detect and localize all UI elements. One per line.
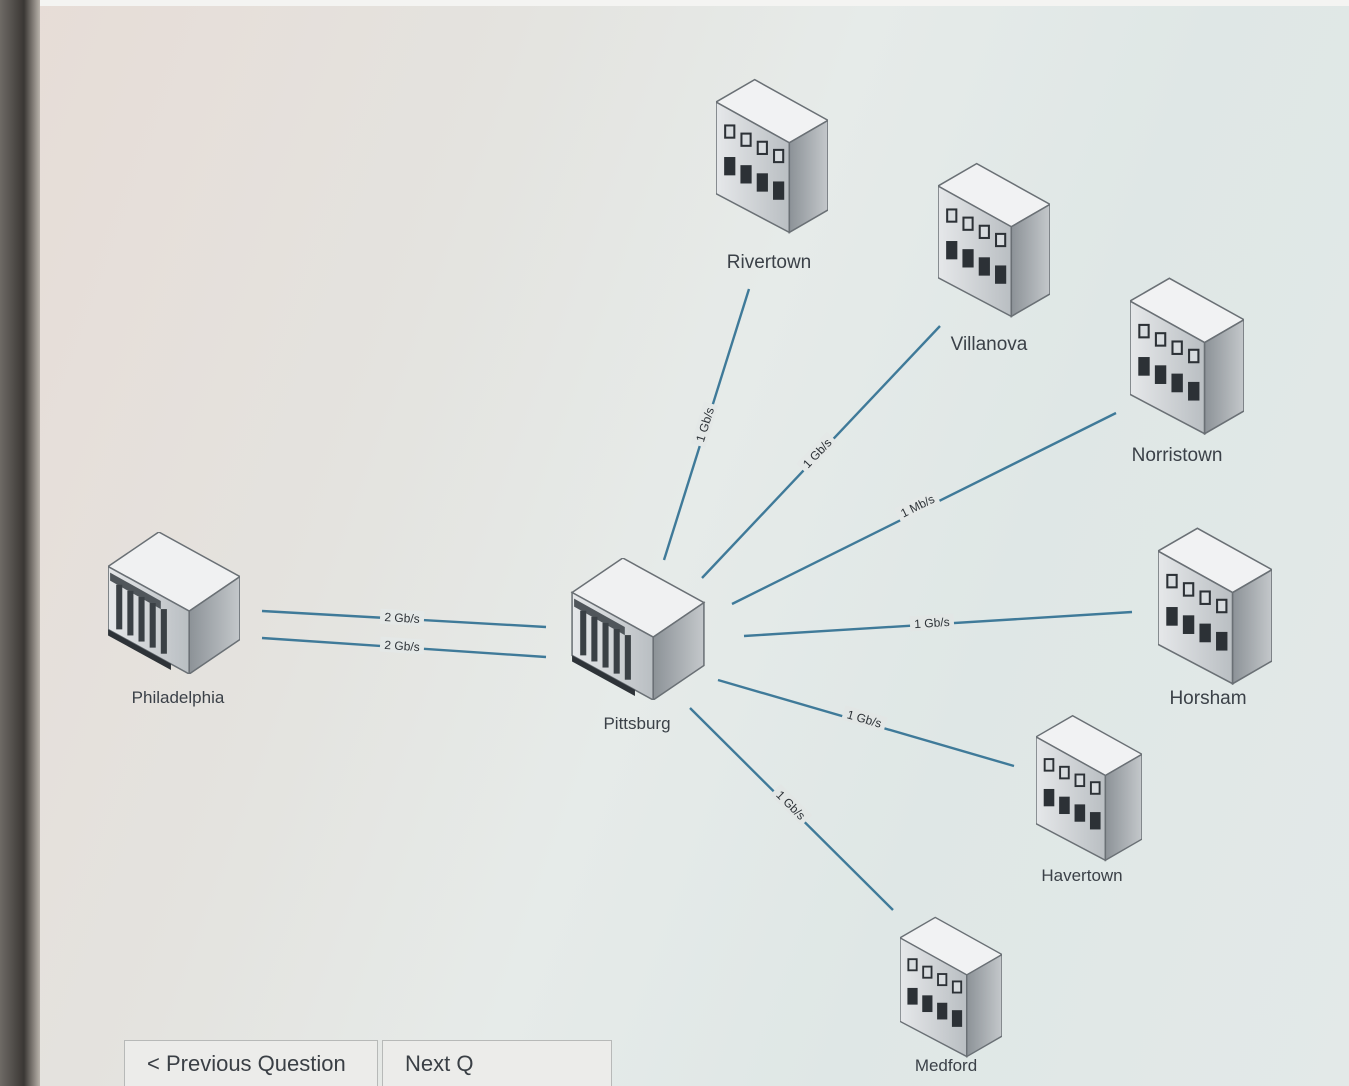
svg-text:1 Gb/s: 1 Gb/s xyxy=(845,707,883,730)
link-label-villanova: 1 Gb/s xyxy=(796,431,838,475)
building-havertown-icon xyxy=(1036,714,1142,862)
svg-text:1 Gb/s: 1 Gb/s xyxy=(914,615,950,631)
site-label-rivertown: Rivertown xyxy=(726,252,812,273)
monitor-bezel-left xyxy=(0,0,40,1086)
svg-text:2 Gb/s: 2 Gb/s xyxy=(384,638,420,654)
svg-text:1 Gb/s: 1 Gb/s xyxy=(800,436,834,471)
link-label-medford: 1 Gb/s xyxy=(770,784,812,826)
link-label-philadelphia-1: 2 Gb/s xyxy=(379,608,425,627)
next-question-button[interactable]: Next Q xyxy=(382,1040,612,1086)
building-horsham-icon xyxy=(1158,527,1272,685)
building-pittsburg-icon xyxy=(571,558,705,700)
link-label-havertown: 1 Gb/s xyxy=(841,705,888,732)
site-label-norristown: Norristown xyxy=(1131,445,1223,466)
link-label-norristown: 1 Mb/s xyxy=(894,489,941,523)
building-rivertown-icon xyxy=(716,78,828,234)
svg-text:1 Mb/s: 1 Mb/s xyxy=(898,492,936,521)
site-label-medford: Medford xyxy=(914,1056,978,1075)
site-label-villanova: Villanova xyxy=(950,334,1028,355)
site-label-philadelphia: Philadelphia xyxy=(131,688,225,707)
monitor-bezel-top xyxy=(0,0,1349,6)
link-label-horsham: 1 Gb/s xyxy=(909,613,955,632)
link-label-rivertown: 1 Gb/s xyxy=(690,401,719,448)
building-medford-icon xyxy=(900,916,1002,1058)
svg-text:1 Gb/s: 1 Gb/s xyxy=(773,788,808,823)
previous-question-button[interactable]: < Previous Question xyxy=(124,1040,378,1086)
link-label-philadelphia-2: 2 Gb/s xyxy=(379,636,425,655)
site-label-pittsburg: Pittsburg xyxy=(603,714,671,733)
site-label-horsham: Horsham xyxy=(1169,688,1247,709)
site-label-havertown: Havertown xyxy=(1041,866,1123,885)
building-philadelphia-icon xyxy=(108,532,240,674)
svg-text:2 Gb/s: 2 Gb/s xyxy=(384,610,420,626)
building-norristown-icon xyxy=(1130,277,1244,435)
building-villanova-icon xyxy=(938,162,1050,318)
